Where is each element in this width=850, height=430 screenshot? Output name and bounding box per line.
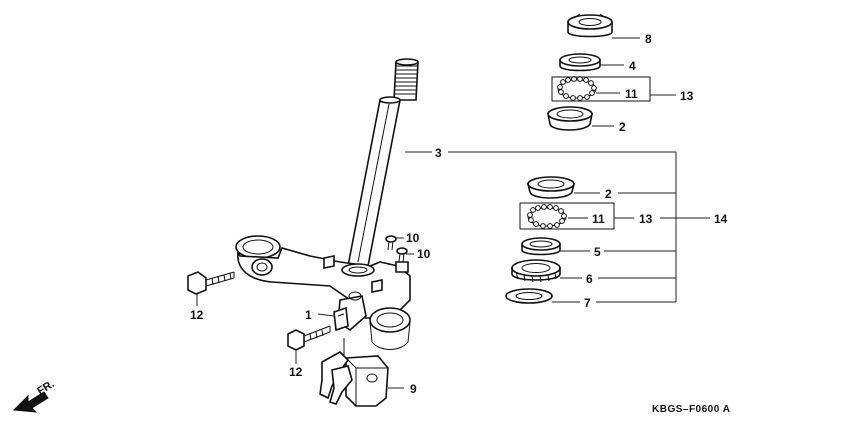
callout-6: 6 <box>586 272 593 286</box>
callout-2-top: 2 <box>619 120 626 134</box>
leader-lines <box>196 37 710 389</box>
callout-1: 1 <box>305 308 312 322</box>
callout-14: 14 <box>714 212 728 226</box>
dust-seal-washer <box>505 288 553 304</box>
lower-cone-race <box>521 237 561 256</box>
lower-steel-balls <box>527 204 567 229</box>
top-steel-balls <box>557 76 597 101</box>
callout-5: 5 <box>594 245 601 259</box>
lock-screw-a <box>385 235 397 251</box>
callout-13-top: 13 <box>680 89 694 103</box>
callout-10-b: 10 <box>417 247 431 261</box>
callout-7: 7 <box>584 296 591 310</box>
ignition-keys <box>319 338 353 405</box>
callout-11-lower: 11 <box>592 212 605 226</box>
bolt-lower <box>287 325 331 351</box>
callout-8: 8 <box>645 32 652 46</box>
callout-12-lower: 12 <box>289 365 303 379</box>
drawing-code: KBGS–F0600 A <box>652 404 730 415</box>
callout-2-lower: 2 <box>605 187 612 201</box>
callout-11-top: 11 <box>625 87 638 101</box>
lock-screw-b <box>396 247 408 263</box>
front-arrow-icon <box>12 391 49 413</box>
lower-ball-group-box <box>519 202 615 230</box>
callout-9: 9 <box>410 382 417 396</box>
callout-4: 4 <box>629 59 636 73</box>
steering-lock <box>345 355 389 407</box>
bolt-left <box>187 271 235 295</box>
callout-12-left: 12 <box>190 308 204 322</box>
bottom-bridge <box>235 235 411 350</box>
top-ball-group-box <box>551 76 651 102</box>
lower-ball-race <box>526 176 576 199</box>
steering-stem-nut <box>567 13 613 38</box>
steering-stem <box>347 58 419 267</box>
front-indicator-label: FR. <box>35 378 56 398</box>
callout-3: 3 <box>435 146 442 160</box>
key-plate <box>333 306 349 332</box>
callout-13-lower: 13 <box>639 212 653 226</box>
top-ball-race <box>547 106 593 131</box>
callout-10-a: 10 <box>406 231 420 245</box>
top-cone-race <box>559 53 601 72</box>
dust-seal <box>511 259 561 283</box>
